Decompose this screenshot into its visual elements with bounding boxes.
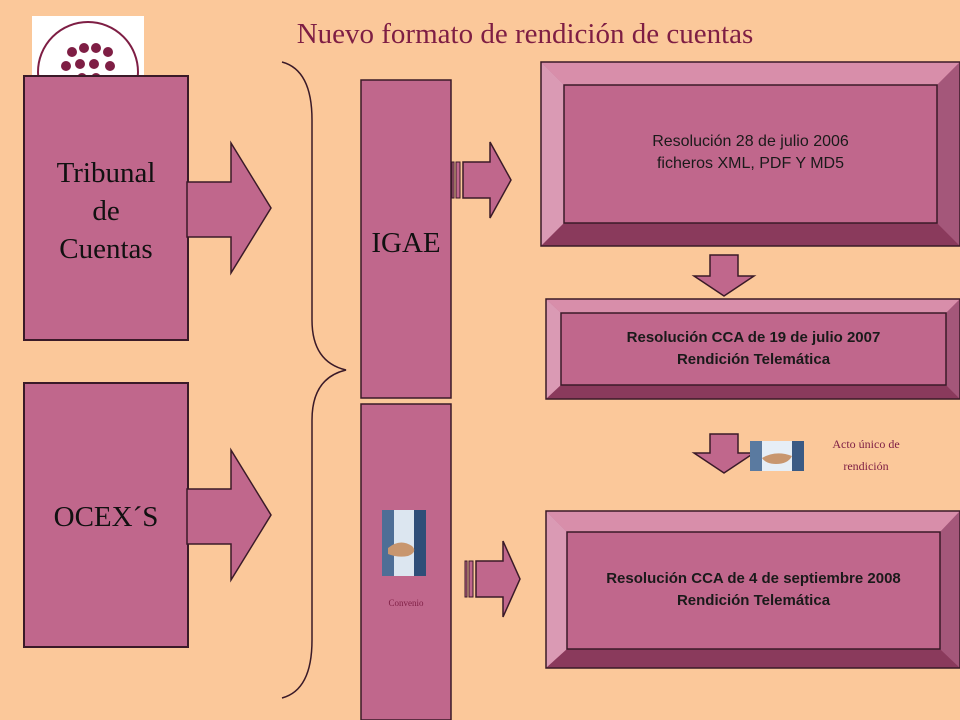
ocex-arrow	[186, 447, 272, 583]
ocex-box	[23, 382, 189, 648]
res2008-line-1: Resolución CCA de 4 de septiembre 2008	[606, 570, 901, 587]
convenio-to-res2008-arrow	[464, 540, 521, 618]
res2008-line-2: Rendición Telemática	[676, 592, 831, 609]
tribunal-line-3: Cuentas	[59, 233, 153, 265]
res2007-line-1: Resolución CCA de 19 de julio 2007	[626, 329, 881, 346]
res2006-box	[540, 61, 960, 247]
ocex-label: OCEX´S	[53, 501, 159, 533]
grouping-brace	[281, 61, 347, 699]
tribunal-arrow	[186, 140, 272, 276]
res2007-box	[545, 298, 960, 400]
res2008-box	[545, 510, 960, 669]
res2008-text: Resolución CCA de 4 de septiembre 2008 R…	[560, 568, 947, 612]
tribunal-line-2: de	[92, 195, 120, 227]
handshake-image-acto	[750, 441, 804, 471]
acto-line-2: rendición	[843, 459, 889, 473]
res2006-line-2: ficheros XML, PDF Y MD5	[656, 155, 845, 172]
res2006-line-1: Resolución 28 de julio 2006	[652, 133, 849, 150]
igae-column	[360, 79, 452, 399]
res2006-text: Resolución 28 de julio 2006 ficheros XML…	[564, 131, 937, 175]
igae-label: IGAE	[371, 227, 441, 259]
tribunal-box	[23, 75, 189, 341]
tribunal-line-1: Tribunal	[56, 157, 156, 189]
res2007-to-res2008-arrow	[691, 433, 757, 474]
tribunal-label: Tribunal de Cuentas	[24, 154, 188, 268]
acto-unico-label: Acto único de rendición	[806, 433, 926, 477]
page-title: Nuevo formato de rendición de cuentas	[296, 18, 754, 50]
res2007-text: Resolución CCA de 19 de julio 2007 Rendi…	[561, 327, 946, 371]
convenio-label: Convenio	[388, 598, 424, 608]
res2006-to-res2007-arrow	[691, 254, 757, 297]
acto-line-1: Acto único de	[832, 437, 900, 451]
handshake-image-convenio	[382, 510, 426, 576]
igae-to-res2006-arrow	[451, 141, 512, 219]
res2007-line-2: Rendición Telemática	[676, 351, 831, 368]
